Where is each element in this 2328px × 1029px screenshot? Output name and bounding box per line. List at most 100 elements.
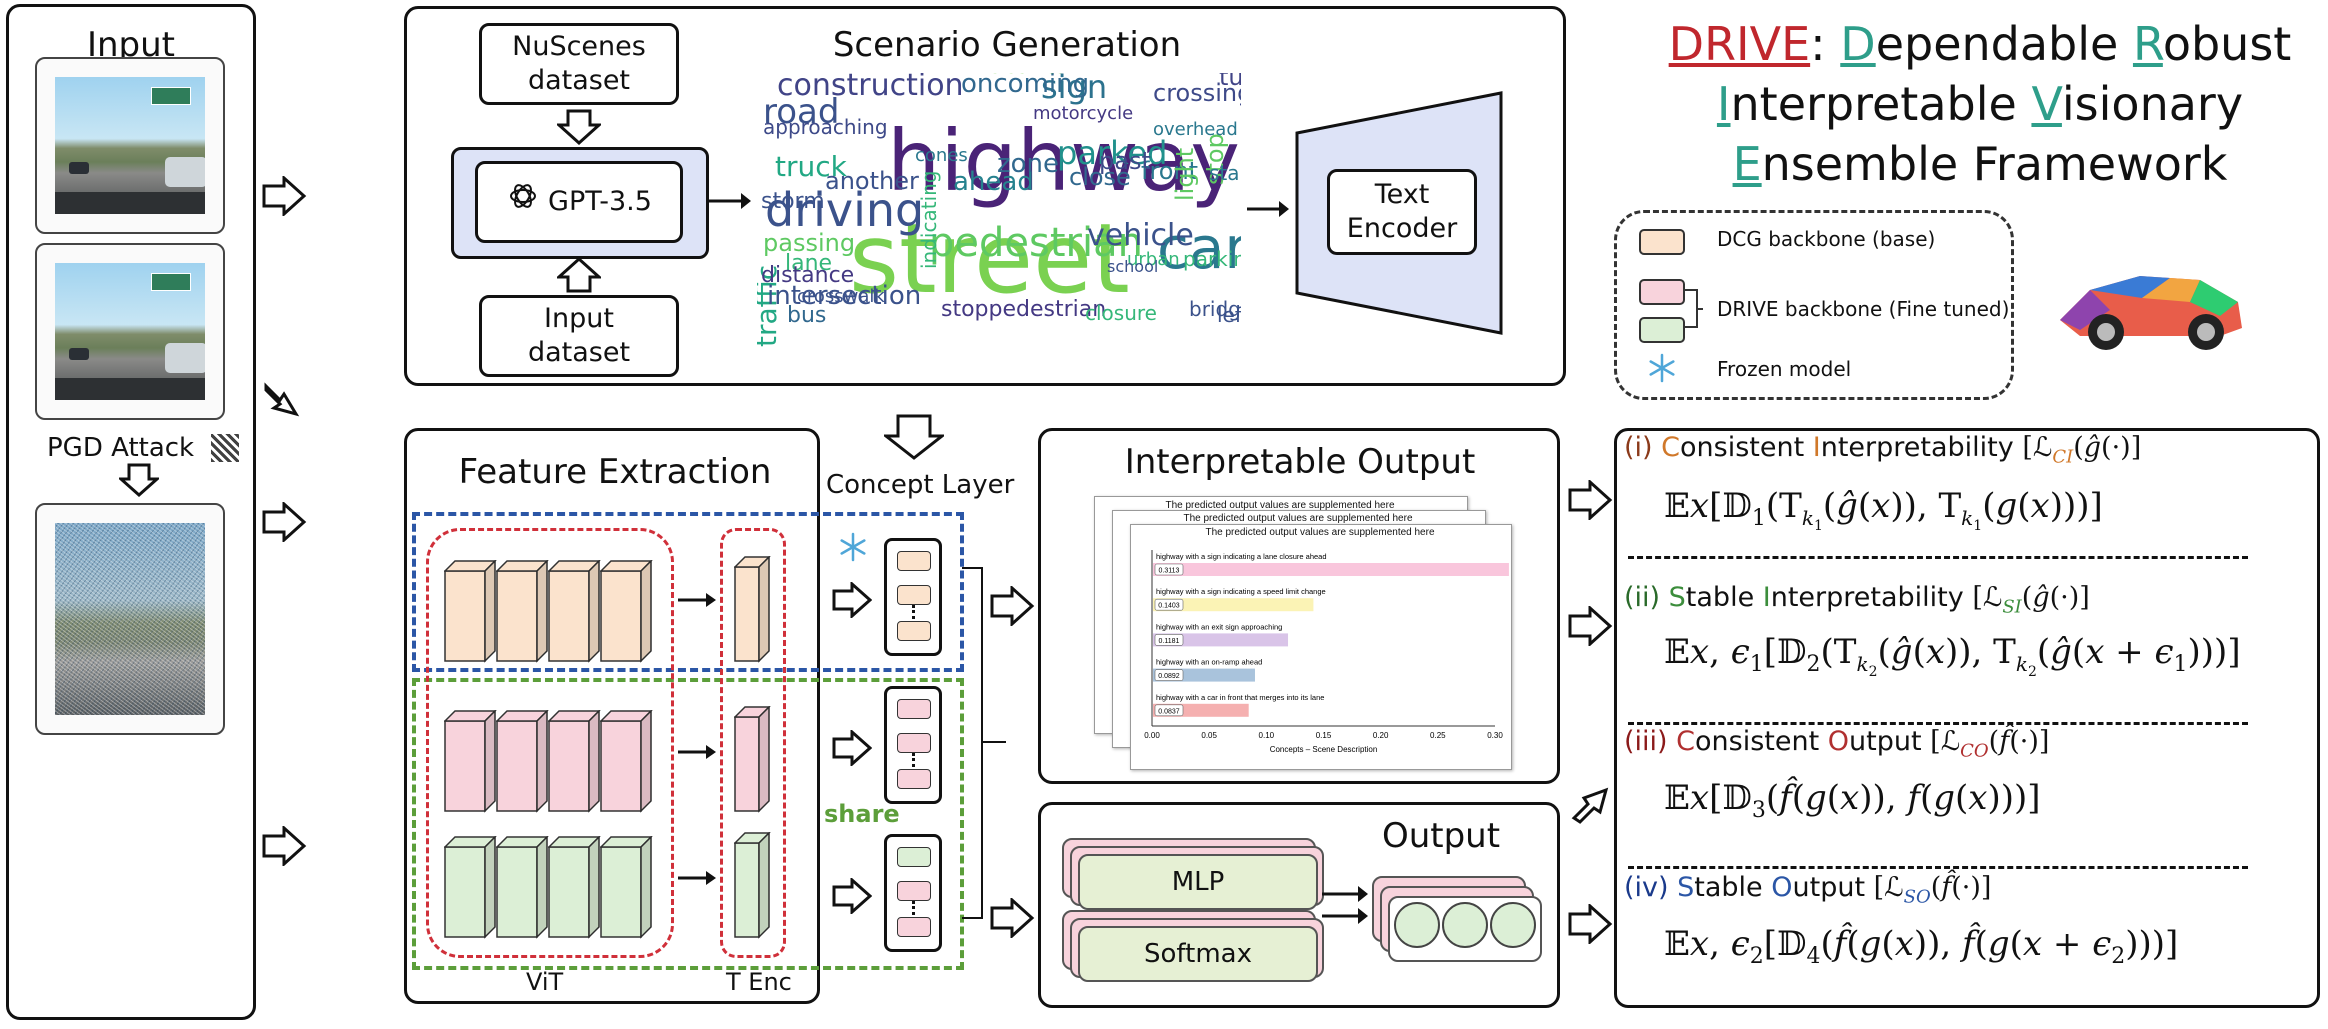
softmax-box: Softmax bbox=[1078, 926, 1318, 982]
wordcloud-word: zone bbox=[997, 149, 1060, 179]
concept-to-output-arrow bbox=[990, 898, 1035, 938]
drive-word-nsemble: nsemble Framework bbox=[1761, 137, 2228, 191]
concept-unit bbox=[897, 769, 931, 789]
drive-cap-e: E bbox=[1732, 137, 1762, 191]
drive-word-ependable: ependable bbox=[1875, 17, 2133, 71]
chart-category-label: highway with an on-ramp ahead bbox=[1156, 658, 1262, 667]
input-to-feature-arrow-2 bbox=[262, 826, 307, 866]
drive-cap-i: I bbox=[1716, 77, 1731, 131]
drive-word-obust: obust bbox=[2162, 17, 2292, 71]
tenc-label: T Enc bbox=[726, 968, 792, 996]
input-image-clean bbox=[35, 57, 225, 234]
wordcloud-word: electrical bbox=[989, 73, 1071, 77]
input-image-adversarial bbox=[35, 503, 225, 735]
drive-title-line2: Interpretable Visionary bbox=[1630, 74, 2328, 134]
loss-co-formula: 𝔼x[𝔻3(f̂(g(x)), f(g(x)))] bbox=[1664, 778, 2041, 823]
wordcloud-word: ahead bbox=[953, 167, 1034, 197]
concept-dots bbox=[912, 605, 918, 619]
wordcloud-word: crossing bbox=[1153, 79, 1241, 107]
chart-bar bbox=[1153, 563, 1509, 576]
loss-stable-output-title: (iv) Stable Output [ℒSO(f̂(·)] bbox=[1624, 872, 1992, 908]
chart-category-label: highway with an exit sign approaching bbox=[1156, 622, 1282, 631]
pgd-attack-text: PGD Attack bbox=[47, 433, 195, 463]
vit-layer-block bbox=[444, 560, 497, 663]
openai-logo-icon bbox=[510, 184, 537, 208]
chart-card-back-2-title: The predicted output values are suppleme… bbox=[1165, 500, 1395, 511]
input-dataset-box: Input dataset bbox=[479, 295, 679, 377]
chart-value-badge bbox=[1154, 634, 1184, 646]
chart-bar bbox=[1153, 633, 1289, 647]
input-image-clean-2 bbox=[35, 243, 225, 420]
gpt-label: GPT-3.5 bbox=[548, 186, 652, 218]
wordcloud-word: road bbox=[763, 92, 840, 132]
output-neuron bbox=[1490, 902, 1536, 948]
wordcloud-word: intersection bbox=[767, 281, 922, 311]
wordcloud-word: pedestrian bbox=[929, 220, 1143, 266]
pgd-attack-label: PGD Attack bbox=[47, 433, 194, 463]
gpt-box: GPT-3.5 bbox=[475, 161, 683, 243]
legend-drive-label: DRIVE backbone (Fine tuned) bbox=[1717, 297, 2010, 321]
snowflake-icon bbox=[840, 532, 866, 562]
wordcloud-word: driving bbox=[765, 183, 925, 237]
chart-x-tick-label: 0.30 bbox=[1487, 731, 1503, 740]
share-label: share bbox=[824, 800, 900, 828]
chart-bar bbox=[1153, 598, 1314, 612]
vit-label: ViT bbox=[526, 968, 564, 996]
wordcloud-word: parked bbox=[1057, 134, 1168, 172]
vit-layer-block bbox=[496, 560, 549, 663]
output-to-loss-arrow-diag bbox=[1571, 787, 1609, 824]
concept-unit bbox=[897, 881, 931, 901]
tenc-block bbox=[734, 832, 771, 939]
drive-cap-r: R bbox=[2132, 17, 2163, 71]
chart-x-tick-label: 0.20 bbox=[1373, 731, 1389, 740]
concept-layer-card bbox=[884, 538, 942, 656]
wordcloud-word: bus bbox=[787, 303, 827, 328]
concept-unit bbox=[897, 917, 931, 937]
concept-unit bbox=[897, 621, 931, 641]
legend-bracket bbox=[1683, 289, 1703, 328]
vit-layer-block bbox=[548, 710, 601, 813]
mlp-to-nodes-arrow-1 bbox=[1322, 886, 1368, 902]
chart-x-tick-label: 0.10 bbox=[1259, 731, 1275, 740]
chart-data-label: 0.0837 bbox=[1158, 708, 1180, 715]
wordcloud-word: bridge bbox=[1189, 297, 1241, 321]
drive-word-isionary: isionary bbox=[2061, 77, 2244, 131]
chart-x-tick-label: 0.00 bbox=[1144, 731, 1160, 740]
tenc-block bbox=[734, 556, 771, 663]
drive-word-nterpretable: nterpretable bbox=[1730, 77, 2032, 131]
input-to-scenario-arrow bbox=[262, 176, 307, 216]
interp-title: Interpretable Output bbox=[1124, 442, 1476, 482]
concept-input-arrow bbox=[832, 878, 872, 914]
nuscenes-dataset-box: NuScenes dataset bbox=[479, 23, 679, 105]
vit-region bbox=[426, 528, 674, 958]
concept-dots bbox=[912, 753, 918, 767]
concept-input-arrow bbox=[832, 582, 872, 618]
wordcloud-word: overhead bbox=[1153, 119, 1238, 140]
chart-category-label: highway with a sign indicating a lane cl… bbox=[1156, 552, 1327, 561]
legend-swatch-drive-pink bbox=[1639, 279, 1685, 305]
down-arrow-icon bbox=[119, 463, 159, 497]
drive-cap-v: V bbox=[2031, 77, 2062, 131]
drive-title-line3: Ensemble Framework bbox=[1630, 134, 2328, 194]
concept-to-interp-arrow bbox=[990, 586, 1035, 626]
finetuned-branch-region bbox=[412, 678, 964, 970]
loss-so-formula: 𝔼x, ϵ2[𝔻4(f̂(g(x)), f̂(g(x + ϵ2)))] bbox=[1664, 924, 2179, 969]
vit-to-tenc-arrow-2 bbox=[678, 745, 716, 759]
wordcloud-word: past bbox=[1099, 147, 1151, 175]
wordcloud-word: left bbox=[1217, 303, 1241, 327]
noise-pattern-icon bbox=[211, 434, 239, 462]
concept-unit bbox=[897, 551, 931, 571]
concept-unit bbox=[897, 847, 931, 867]
wordcloud-word: light bbox=[1171, 147, 1199, 201]
wordcloud-word: urban bbox=[1127, 249, 1180, 270]
output-title: Output bbox=[1381, 816, 1501, 856]
chart-value-badge bbox=[1154, 563, 1184, 576]
concept-unit bbox=[897, 733, 931, 753]
wordcloud-word: street bbox=[849, 203, 1130, 315]
loss-divider-1 bbox=[1628, 556, 2248, 559]
concept-layer-card bbox=[884, 834, 942, 952]
wordcloud-word: distance bbox=[761, 263, 855, 288]
wordcloud-word: parking bbox=[1183, 247, 1241, 271]
wordcloud-word: construction bbox=[777, 73, 964, 103]
scenario-generation-panel: Scenario Generation NuScenes dataset GPT… bbox=[404, 6, 1566, 386]
